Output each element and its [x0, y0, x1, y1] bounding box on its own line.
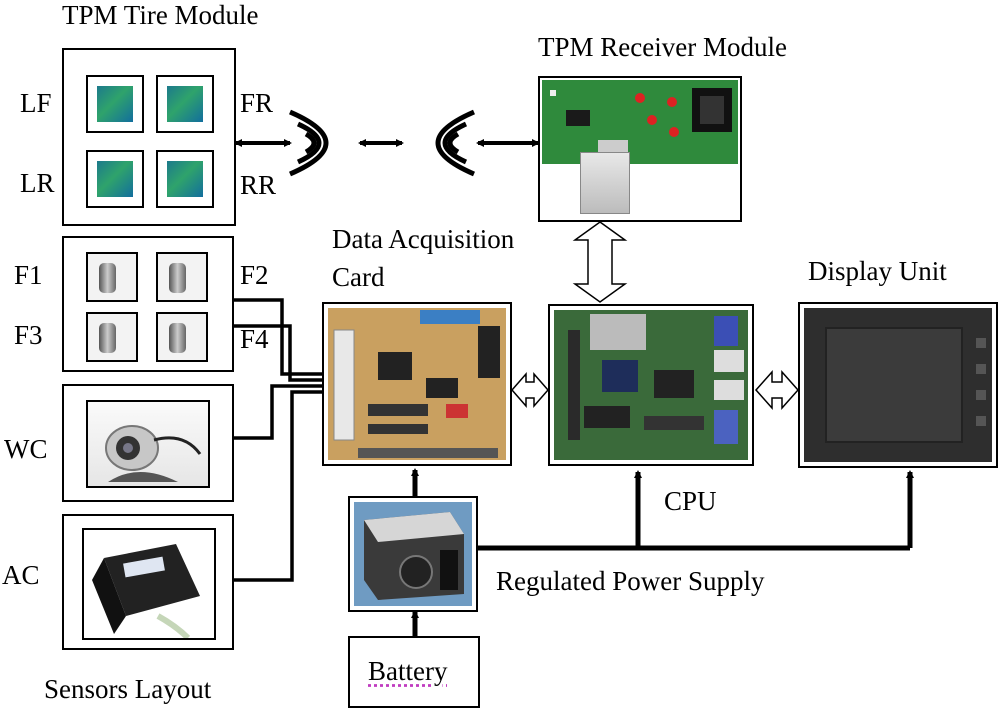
receiver-module-title: TPM Receiver Module — [538, 32, 787, 62]
force-label-f1: F1 — [14, 260, 43, 290]
accelerometer-icon — [82, 528, 216, 640]
sensor-cables — [234, 298, 322, 582]
battery-panel: Battery — [348, 636, 480, 708]
tire-sensor-fr — [156, 75, 214, 133]
sensor-label-ac: AC — [2, 560, 40, 590]
force-sensor-icon — [169, 323, 186, 353]
serial-connector-icon — [580, 152, 630, 214]
tire-chip-icon — [97, 161, 133, 197]
force-sensor-icon — [169, 263, 186, 293]
daq-cpu-bus-arrow — [511, 372, 549, 408]
force-sensor-f3 — [86, 312, 138, 362]
daq-board-image — [328, 308, 506, 460]
force-label-f4: F4 — [240, 324, 269, 354]
daq-title-line2: Card — [332, 262, 385, 292]
tire-module-title: TPM Tire Module — [62, 0, 259, 30]
power-bus — [411, 468, 914, 636]
battery-label: Battery — [368, 656, 448, 686]
cpu-label: CPU — [664, 486, 717, 516]
wireless-transmit-icon — [289, 109, 329, 177]
cpu-panel — [548, 304, 754, 466]
power-supply-label: Regulated Power Supply — [496, 566, 765, 596]
force-sensor-icon — [99, 263, 116, 293]
force-sensor-f1 — [86, 252, 138, 302]
tire-chip-icon — [97, 86, 133, 122]
wireless-receive-icon — [435, 109, 475, 177]
tire-sensor-rr — [156, 150, 214, 208]
receiver-cpu-bus-arrow — [572, 221, 628, 303]
force-sensor-panel — [62, 236, 234, 372]
daq-card-panel — [322, 302, 512, 466]
tire-module-panel — [62, 48, 236, 226]
receiver-module-panel — [538, 76, 742, 222]
display-unit-title: Display Unit — [808, 256, 947, 286]
accelerometer-panel — [62, 514, 234, 650]
force-sensor-icon — [99, 323, 116, 353]
tire-label-lf: LF — [20, 88, 52, 118]
display-screen-image — [804, 308, 992, 462]
power-supply-image — [354, 502, 472, 606]
tire-label-fr: FR — [240, 88, 274, 118]
webcam-icon — [86, 400, 210, 488]
force-sensor-f2 — [156, 252, 208, 302]
tire-chip-icon — [167, 161, 203, 197]
receiver-board-image — [542, 80, 738, 164]
cpu-display-bus-arrow — [754, 370, 800, 410]
sensors-layout-caption: Sensors Layout — [44, 674, 212, 704]
cpu-board-image — [554, 310, 748, 460]
tire-sensor-lr — [86, 150, 144, 208]
webcam-panel — [62, 384, 234, 502]
tire-chip-icon — [167, 86, 203, 122]
tire-label-lr: LR — [20, 168, 55, 198]
force-label-f2: F2 — [240, 260, 269, 290]
display-unit-panel — [798, 302, 998, 468]
force-label-f3: F3 — [14, 320, 43, 350]
tire-label-rr: RR — [240, 170, 277, 200]
tire-sensor-lf — [86, 75, 144, 133]
sensor-label-wc: WC — [4, 434, 48, 464]
daq-title-line1: Data Acquisition — [332, 224, 515, 254]
force-sensor-f4 — [156, 312, 208, 362]
power-supply-panel — [348, 496, 478, 612]
